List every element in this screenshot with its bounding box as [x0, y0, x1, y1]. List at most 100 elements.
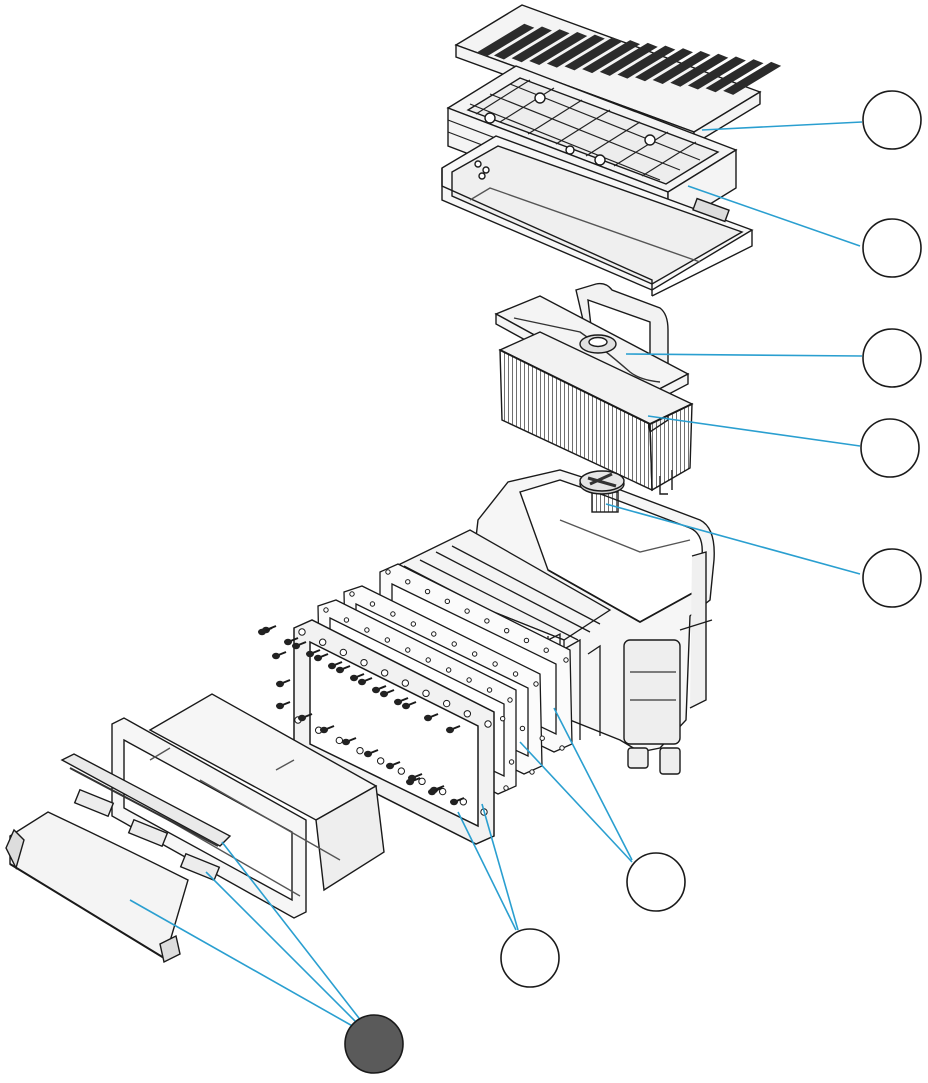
- mounting-hole: [418, 777, 426, 786]
- mounting-hole: [499, 715, 506, 722]
- mounting-hole: [523, 637, 530, 644]
- screw: [364, 749, 379, 758]
- mounting-hole: [401, 679, 410, 687]
- mounting-hole: [484, 720, 492, 728]
- mounting-hole: [486, 687, 493, 693]
- callout-c1[interactable]: [862, 90, 922, 150]
- screw: [358, 677, 373, 686]
- mounting-hole: [384, 637, 391, 643]
- screw: [314, 653, 329, 662]
- leader-c4: [647, 415, 861, 447]
- mounting-hole: [364, 627, 370, 633]
- grate-slot: [652, 51, 711, 85]
- mounting-hole: [397, 767, 406, 775]
- callouts: [344, 90, 922, 1074]
- mounting-hole: [543, 647, 549, 653]
- grate-slot: [635, 48, 694, 82]
- deck-collar[interactable]: [441, 135, 754, 297]
- grate-slot: [705, 59, 764, 93]
- grate-slot: [670, 53, 729, 87]
- screw: [406, 777, 421, 786]
- mounting-hole: [405, 647, 411, 653]
- screw: [446, 725, 461, 734]
- grate-slot: [687, 56, 746, 90]
- mounting-hole: [438, 787, 447, 796]
- mounting-hole: [323, 607, 329, 613]
- callout-c6[interactable]: [626, 852, 686, 912]
- grate-slot: [476, 23, 535, 57]
- mounting-hole: [464, 608, 470, 614]
- equalizer-plug[interactable]: [579, 470, 625, 513]
- callout-c7[interactable]: [500, 928, 560, 988]
- leader-c5: [605, 503, 861, 575]
- mounting-hole: [444, 598, 451, 605]
- mounting-hole: [503, 627, 510, 634]
- screw: [272, 651, 287, 660]
- mounting-hole: [463, 710, 472, 718]
- mounting-hole: [533, 681, 539, 687]
- callout-c2[interactable]: [862, 218, 922, 278]
- screw: [372, 685, 387, 694]
- leader-c8c: [221, 841, 363, 1023]
- mounting-hole: [442, 699, 451, 708]
- grate-slot: [564, 37, 623, 71]
- mounting-hole: [318, 638, 327, 646]
- grate-slots: [476, 23, 782, 95]
- screw: [402, 701, 417, 710]
- screws[interactable]: [258, 625, 465, 806]
- strainer-basket[interactable]: [498, 331, 694, 495]
- mounting-hole: [425, 657, 431, 663]
- mounting-hole: [298, 628, 306, 636]
- callout-c8[interactable]: [344, 1014, 404, 1074]
- grate-slot: [493, 26, 552, 60]
- mounting-hole: [492, 661, 498, 667]
- grate-slot: [529, 31, 588, 65]
- mounting-hole: [529, 769, 535, 775]
- mounting-hole: [343, 617, 350, 623]
- mouth-extension[interactable]: [111, 693, 385, 919]
- leader-c6b: [519, 741, 633, 863]
- screw: [328, 661, 343, 670]
- mounting-hole: [376, 757, 385, 765]
- leader-lines: [129, 121, 863, 1029]
- grate-slot: [511, 29, 570, 63]
- screw: [428, 787, 443, 796]
- mounting-hole: [390, 611, 396, 617]
- callout-c5[interactable]: [862, 548, 922, 608]
- leader-c8a: [129, 899, 357, 1029]
- screw: [394, 697, 409, 706]
- screw: [320, 725, 335, 734]
- grate-slot: [582, 40, 641, 74]
- mounting-hole: [422, 689, 430, 698]
- mounting-hole: [339, 648, 348, 657]
- grate-slot: [617, 45, 676, 79]
- screw: [276, 679, 291, 688]
- mounting-hole: [405, 579, 411, 585]
- screw: [350, 673, 365, 682]
- leader-c8b: [205, 871, 359, 1025]
- mounting-hole: [512, 671, 519, 677]
- grate-slot: [599, 42, 658, 76]
- mounting-hole: [410, 621, 417, 627]
- mounting-hole: [445, 667, 452, 673]
- grate-slot: [546, 34, 605, 68]
- screw: [424, 713, 439, 722]
- mounting-hole: [356, 746, 364, 755]
- screw: [276, 701, 291, 710]
- weir-flap[interactable]: [5, 753, 232, 964]
- screw: [258, 627, 273, 636]
- mounting-hole: [369, 601, 376, 607]
- screw: [292, 641, 307, 650]
- leader-c7a: [457, 811, 517, 931]
- leader-c2: [687, 185, 861, 247]
- mounting-hole: [349, 591, 355, 597]
- callout-c4[interactable]: [860, 418, 920, 478]
- mounting-hole: [431, 631, 437, 637]
- callout-c3[interactable]: [862, 328, 922, 388]
- grate-slot: [723, 61, 782, 95]
- mounting-hole: [559, 745, 565, 751]
- screw: [380, 689, 395, 698]
- leader-c6a: [553, 707, 633, 861]
- mounting-hole: [539, 735, 545, 741]
